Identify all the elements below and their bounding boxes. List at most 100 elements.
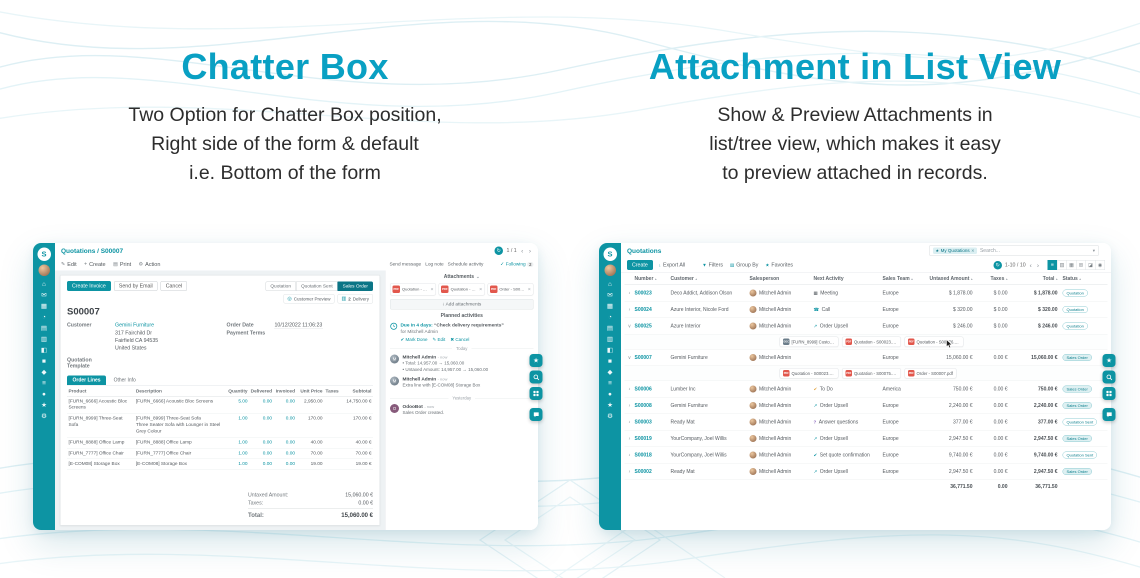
pager-prev-icon[interactable]: ‹ — [520, 246, 523, 255]
next-activity-cell[interactable]: ✔To Do — [813, 386, 833, 392]
search-input[interactable]: ★My Quotations✕ Search... ▾ — [929, 245, 1099, 256]
expand-icon[interactable]: › — [628, 290, 631, 296]
search-icon[interactable] — [1102, 370, 1116, 384]
action-button[interactable]: ⚙Action — [138, 261, 160, 268]
expand-icon[interactable]: › — [628, 468, 631, 475]
expand-icon[interactable]: › — [628, 386, 631, 392]
column-header-salesperson[interactable]: Salesperson — [749, 275, 780, 282]
expand-icon[interactable]: › — [628, 435, 631, 442]
settings-icon[interactable]: ⚙ — [607, 412, 613, 420]
chevron-down-icon[interactable]: ▾ — [1092, 247, 1095, 253]
favorites-button[interactable]: ★Favorites — [765, 262, 794, 268]
order-line-row[interactable]: [FURN_8888] Office Lamp[FURN_8888] Offic… — [66, 437, 373, 449]
refresh-icon[interactable]: ↻ — [493, 246, 503, 255]
add-attachments-button[interactable]: ↓ Add attachments — [389, 299, 533, 310]
pivot-view-icon[interactable]: ⊞ — [1076, 260, 1086, 270]
pager-next-icon[interactable]: › — [528, 246, 531, 255]
column-header[interactable]: Subtotal — [338, 386, 373, 397]
star-icon[interactable]: ★ — [1102, 354, 1116, 367]
group-by-button[interactable]: ▤Group By — [729, 262, 759, 268]
print-button[interactable]: ▤Print — [112, 261, 131, 268]
create-button[interactable]: +Create — [83, 261, 106, 268]
next-activity-cell[interactable]: ↗Order Upsell — [813, 402, 848, 409]
column-header-next-activity[interactable]: Next Activity — [813, 275, 844, 282]
collapse-icon[interactable]: ∨ — [627, 323, 632, 329]
next-activity-cell[interactable]: ↗Order Upsell — [813, 323, 848, 329]
invoicing-icon[interactable]: ≡ — [608, 379, 612, 387]
calendar-view-icon[interactable]: ▦ — [1066, 260, 1077, 270]
home-icon[interactable]: ⌂ — [608, 280, 612, 288]
inventory-icon[interactable]: ■ — [608, 357, 612, 365]
calendar-icon[interactable]: ▦ — [40, 302, 47, 310]
expand-icon[interactable]: › — [628, 452, 631, 458]
mark-done-button[interactable]: ✔ Mark Done — [400, 336, 428, 342]
remove-attachment-icon[interactable]: ✕ — [527, 287, 531, 292]
order-date-field[interactable]: 10/12/2022 11:06:23 — [274, 322, 322, 329]
create-invoice-button[interactable]: Create Invoice — [66, 281, 111, 291]
breadcrumb[interactable]: Quotations / S00007 — [60, 246, 123, 255]
order-line-row[interactable]: [FURN_7777] Office Chair[FURN_7777] Offi… — [66, 448, 373, 460]
expand-icon[interactable]: › — [628, 402, 631, 409]
expand-icon[interactable]: › — [628, 306, 631, 313]
purchase-icon[interactable]: ◆ — [40, 368, 46, 376]
column-header[interactable]: Taxes — [323, 386, 339, 397]
send-by-email-button[interactable]: Send by Email — [113, 281, 158, 291]
column-header[interactable]: Unit Price — [295, 386, 324, 397]
purchase-icon[interactable]: ◆ — [607, 368, 613, 376]
pager-next-icon[interactable]: › — [1036, 261, 1039, 269]
edit-button[interactable]: ✎Edit — [60, 261, 77, 268]
search-icon[interactable] — [529, 370, 542, 384]
members-icon[interactable]: ★ — [40, 401, 47, 409]
order-line-row[interactable]: [FURN_8999] Three-Seat Sofa[FURN_8999] T… — [66, 413, 373, 438]
map-view-icon[interactable]: ◉ — [1095, 260, 1105, 270]
refresh-icon[interactable]: ↻ — [993, 260, 1002, 270]
settings-icon[interactable]: ⚙ — [40, 412, 47, 420]
attachments-header[interactable]: Attachments⌄ — [443, 274, 480, 280]
remove-filter-icon[interactable]: ✕ — [971, 248, 975, 253]
employees-icon[interactable]: ● — [41, 390, 46, 398]
next-activity-cell[interactable]: ?Answer questions — [813, 419, 859, 425]
order-line-row[interactable]: [FURN_6666] Acoustic Bloc Screens[FURN_6… — [66, 396, 373, 414]
customer-link[interactable]: Gemini Furniture — [114, 322, 154, 328]
column-header[interactable]: Delivered — [248, 386, 274, 397]
column-header-taxes[interactable]: Taxes▴ — [990, 275, 1008, 282]
schedule-activity-button[interactable]: Schedule activity — [447, 261, 483, 268]
graph-view-icon[interactable]: ◪ — [1085, 260, 1096, 270]
tab-other-info[interactable]: Other Info — [113, 377, 136, 383]
create-button[interactable]: Create — [627, 260, 653, 270]
column-header-number[interactable]: Number▴ — [634, 275, 657, 282]
collapse-icon[interactable]: ∨ — [627, 354, 632, 361]
activities-icon[interactable]: ◔ — [608, 313, 612, 321]
expand-icon[interactable]: › — [628, 419, 631, 425]
tab-order-lines[interactable]: Order Lines — [66, 375, 106, 385]
chart-icon[interactable]: ◧ — [606, 346, 614, 354]
edit-activity-button[interactable]: ✎ Edit — [432, 336, 445, 342]
following-toggle[interactable]: ✓ Following 2 — [499, 261, 533, 267]
pager-prev-icon[interactable]: ‹ — [1029, 261, 1032, 269]
cancel-button[interactable]: Cancel — [160, 281, 187, 291]
order-line-row[interactable]: [E-COM08] Storage Box[E-COM08] Storage B… — [66, 458, 373, 471]
next-activity-cell[interactable]: ▦Meeting — [813, 290, 839, 296]
user-avatar[interactable] — [604, 264, 616, 276]
sales-icon[interactable]: ▥ — [606, 335, 614, 343]
chart-icon[interactable]: ◧ — [40, 346, 47, 354]
kanban-view-icon[interactable]: ▥ — [1057, 260, 1067, 270]
attachment-chip[interactable]: DOC[FURN_8999] Customiz... — [779, 336, 839, 347]
log-note-button[interactable]: Log note — [424, 261, 444, 268]
invoicing-icon[interactable]: ≡ — [41, 379, 46, 387]
user-avatar[interactable] — [37, 264, 50, 276]
chat-icon[interactable] — [1102, 408, 1116, 421]
notes-icon[interactable]: ▤ — [40, 324, 47, 332]
filter-chip[interactable]: ★My Quotations✕ — [933, 247, 977, 254]
column-header-untaxed-amount[interactable]: Untaxed Amount▴ — [929, 275, 973, 282]
